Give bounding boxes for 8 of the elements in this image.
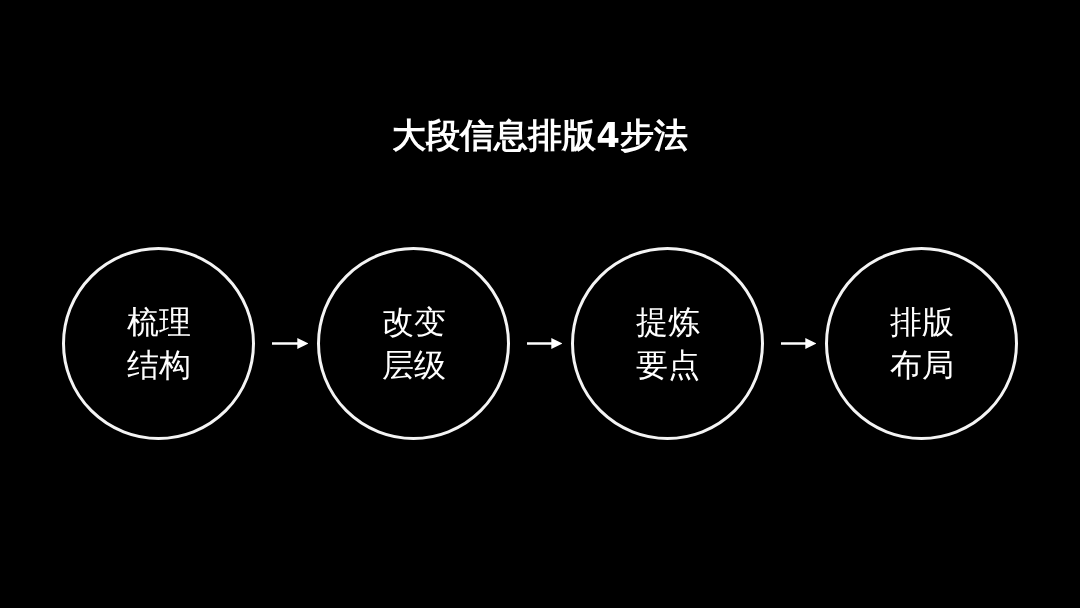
- arrow: [527, 338, 563, 349]
- step-label: 改变层级: [381, 301, 446, 386]
- step-label: 提炼要点: [635, 301, 700, 386]
- step-label: 梳理结构: [126, 301, 191, 386]
- step-label: 排版布局: [889, 301, 954, 386]
- arrow: [272, 338, 309, 349]
- diagram-title: 大段信息排版4步法: [392, 114, 688, 157]
- arrow: [781, 338, 817, 349]
